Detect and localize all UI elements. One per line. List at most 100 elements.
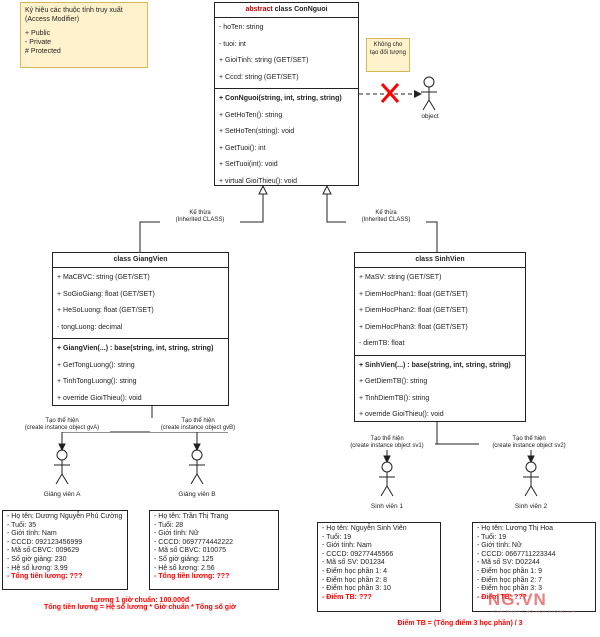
method-giangvien-constructor: + GiangVien(...) : base(string, int, str… — [57, 345, 214, 352]
instance-sv1-label: Tạo thể hiện (create instance object sv1… — [339, 436, 435, 450]
method-settuoi: + SetTuoi(int): void — [219, 161, 278, 168]
gva-sogiogiang: - Số giờ giảng: 230 — [7, 555, 67, 563]
attr-gioitinh: + GioiTinh: string (GET/SET) — [219, 57, 309, 64]
class-connguoi-name: class ConNguoi — [274, 6, 328, 13]
sv2-gioitinh: - Giới tính: Nữ — [477, 542, 522, 550]
gvb-cccd: - CCCD: 0697774442222 — [154, 538, 233, 546]
sv2-cccd: - CCCD: 0667711223344 — [477, 550, 556, 558]
method-tinhdiemtb: + TinhDiemTB(): string — [359, 394, 430, 402]
object-sinh-vien-1[interactable]: - Họ tên: Nguyễn Sinh Viên - Tuổi: 19 - … — [317, 522, 441, 612]
instance-sv2-line2: (create instance object sv2) — [492, 443, 566, 449]
inherit-right-line1: Kế thừa — [375, 210, 397, 216]
method-constructor: + ConNguoi(string, int, string, string) — [219, 95, 342, 102]
gvb-tongtienluong: - Tổng tiền lương: ??? — [154, 573, 230, 581]
method-tinhtongluong: + TinhTongLuong(): string — [57, 378, 137, 385]
instance-gva-label: Tạo thể hiện (create instance object gvA… — [14, 418, 110, 432]
object-sinh-vien-2[interactable]: - Họ tên: Lương Thị Hoa - Tuổi: 19 - Giớ… — [472, 522, 596, 612]
inherit-left-line2: (Inherited CLASS) — [175, 217, 225, 223]
watermark-tagline: GIẢI PHÁP CHO MỌI TƯƠNG LAI — [493, 609, 577, 614]
sv2-tuoi: - Tuổi: 19 — [477, 533, 507, 541]
sinh-vien-2-actor-icon — [523, 461, 539, 497]
attr-hesoluong: + HeSoLuong: float (GET/SET) — [57, 307, 154, 314]
instance-gvb-line1: Tạo thể hiện — [181, 418, 215, 424]
gvb-hesoluong: - Hệ số lương: 2.56 — [154, 564, 215, 572]
sinhvien-methods: + SinhVien(...) : base(string, int, stri… — [355, 354, 525, 426]
actor-gvb-caption: Giảng viên B — [178, 491, 216, 498]
attr-diemhocphan3: + DiemHocPhan3: float (GET/SET) — [359, 323, 468, 331]
attr-masv: + MaSV: string (GET/SET) — [359, 274, 442, 281]
method-gettuoi: + GetTuoi(): int — [219, 144, 266, 152]
sinh-vien-1-actor-icon — [379, 461, 395, 497]
no-instance-note: Không cho tạo đối tượng — [366, 38, 410, 72]
attr-diemtb: - diemTB: float — [359, 340, 405, 347]
attr-tuoi: - tuoi: int — [219, 40, 246, 48]
class-connguoi-title: abstract class ConNguoi — [215, 3, 358, 18]
class-sinhvien[interactable]: class SinhVien + MaSV: string (GET/SET) … — [354, 252, 526, 422]
connguoi-methods: + ConNguoi(string, int, string, string) … — [215, 88, 358, 192]
formula-salary-line2: Tổng tiền lương = Hệ số lương * Giờ chuẩ… — [43, 604, 237, 611]
sv1-cccd: - CCCD: 09277445566 — [322, 550, 394, 558]
sv1-tuoi: - Tuổi: 19 — [322, 533, 352, 541]
sv1-hoten: - Họ tên: Nguyễn Sinh Viên — [322, 525, 407, 532]
sv1-masv: - Mã số SV: D01234 — [322, 559, 385, 567]
giang-vien-b-actor-icon — [189, 449, 205, 485]
class-giangvien[interactable]: class GiangVien + MaCBVC: string (GET/SE… — [52, 252, 229, 406]
attr-sogiogiang: + SoGioGiang: float (GET/SET) — [57, 290, 155, 298]
attr-hoten: - hoTen: string — [219, 24, 264, 31]
object-giang-vien-a[interactable]: - Họ tên: Dương Nguyễn Phú Cường - Tuổi:… — [2, 510, 128, 590]
abstract-keyword: abstract — [245, 6, 273, 13]
sv2-diemtb: - Điểm TB: ??? — [477, 593, 527, 601]
gva-hoten: - Họ tên: Dương Nguyễn Phú Cường — [7, 513, 123, 520]
gvb-gioitinh: - Giới tính: Nữ — [154, 530, 199, 538]
actor-gva-caption: Giảng viên A — [43, 491, 81, 498]
method-sethoten: + SetHoTen(string): void — [219, 128, 295, 135]
access-note-public: + Public — [25, 30, 51, 37]
access-note-protected: # Protected — [25, 48, 61, 55]
object-giang-vien-b[interactable]: - Họ tên: Trần Thị Trang - Tuổi: 28 - Gi… — [149, 510, 279, 590]
gvb-tuoi: - Tuổi: 28 — [154, 521, 184, 529]
gvb-hoten: - Họ tên: Trần Thị Trang — [154, 513, 229, 520]
formula-salary: Lương 1 giờ chuẩn: 100.000đ Tổng tiền lư… — [20, 597, 260, 611]
access-modifier-note: Ký hiệu các thuộc tính truy xuất (Access… — [20, 2, 148, 68]
inherit-right-label: Kế thừa (Inherited CLASS) — [346, 210, 426, 224]
sv2-masv: - Mã số SV: D02244 — [477, 559, 540, 567]
sinhvien-attributes: + MaSV: string (GET/SET) + DiemHocPhan1:… — [355, 268, 525, 355]
inherit-right-line2: (Inherited CLASS) — [361, 217, 411, 223]
method-sinhvien-constructor: + SinhVien(...) : base(string, int, stri… — [359, 361, 511, 369]
instance-sv2-label: Tạo thể hiện (create instance object sv2… — [479, 436, 579, 450]
giangvien-attributes: + MaCBVC: string (GET/SET) + SoGioGiang:… — [53, 268, 228, 338]
instance-gv-connector — [58, 406, 228, 452]
inherit-left-line1: Kế thừa — [189, 210, 211, 216]
gvb-macbvc: - Mã số CBVC: 010075 — [154, 547, 226, 555]
no-instance-note-text: Không cho tạo đối tượng — [370, 42, 406, 56]
sv2-diemhp2: - Điểm học phần 2: 7 — [477, 576, 542, 584]
sv2-diemhp3: - Điểm học phần 3: 3 — [477, 585, 542, 593]
method-gioithieu: + virtual GioiThieu(): void — [219, 177, 298, 185]
gva-cccd: - CCCD: 092123456999 — [7, 538, 83, 546]
attr-cccd: + Cccd: string (GET/SET) — [219, 73, 299, 81]
access-note-title: Ký hiệu các thuộc tính truy xuất (Access… — [25, 7, 123, 23]
actor-sv2-caption: Sinh viên 2 — [514, 503, 548, 510]
inherit-left-label: Kế thừa (Inherited CLASS) — [160, 210, 240, 224]
attr-diemhocphan2: + DiemHocPhan2: float (GET/SET) — [359, 307, 468, 314]
gva-gioitinh: - Giới tính: Nam — [7, 530, 57, 538]
instance-sv2-line1: Tạo thể hiện — [512, 436, 546, 442]
gva-tuoi: - Tuổi: 35 — [7, 521, 37, 529]
class-sinhvien-title: class SinhVien — [355, 253, 525, 268]
gva-tongtienluong: - Tổng tiền lương: ??? — [7, 573, 83, 581]
formula-salary-line1: Lương 1 giờ chuẩn: 100.000đ — [90, 597, 190, 604]
instance-gvb-label: Tạo thể hiện (create instance object gvB… — [150, 418, 246, 432]
instance-gvb-line2: (create instance object gvB) — [160, 425, 236, 431]
sv1-diemtb: - Điểm TB: ??? — [322, 593, 372, 601]
connguoi-attributes: - hoTen: string - tuoi: int + GioiTinh: … — [215, 18, 358, 88]
method-giangvien-gioithieu: + override GioiThieu(): void — [57, 394, 142, 402]
giangvien-methods: + GiangVien(...) : base(string, int, str… — [53, 338, 228, 409]
attr-diemhocphan1: + DiemHocPhan1: float (GET/SET) — [359, 290, 468, 298]
attr-macbvc: + MaCBVC: string (GET/SET) — [57, 274, 150, 281]
class-connguoi[interactable]: abstract class ConNguoi - hoTen: string … — [214, 2, 359, 186]
object-label: object — [421, 113, 439, 120]
attr-tongluong: - tongLuong: decimal — [57, 323, 123, 331]
actor-sv1-caption: Sinh viên 1 — [370, 503, 404, 510]
access-note-private: - Private — [25, 39, 52, 46]
instance-gva-line1: Tạo thể hiện — [45, 418, 79, 424]
